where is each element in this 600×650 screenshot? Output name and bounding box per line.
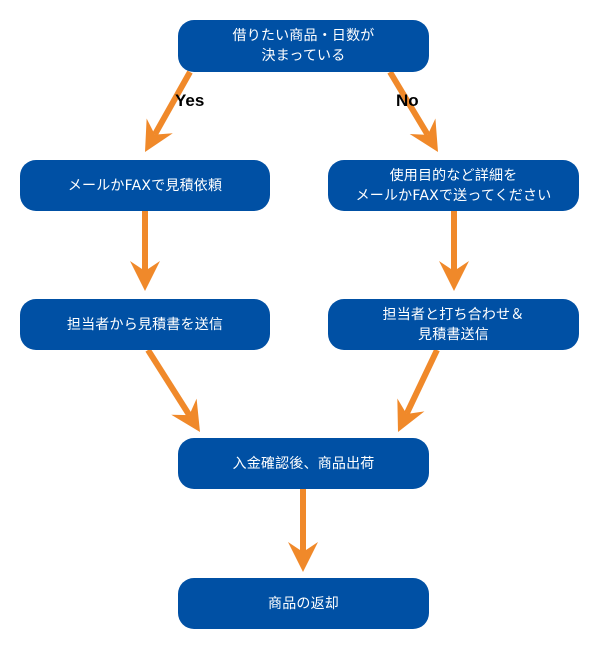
arrow-head bbox=[409, 118, 438, 152]
arrow-shaft bbox=[152, 70, 193, 137]
node-product-return: 商品の返却 bbox=[178, 578, 429, 629]
node-start-condition: 借りたい商品・日数が 決まっている bbox=[178, 20, 429, 72]
arrow-shaft bbox=[403, 348, 440, 416]
node-staff-sends-quote: 担当者から見積書を送信 bbox=[20, 299, 270, 350]
arrow-shaft bbox=[145, 348, 192, 417]
arrow-no2-to-ship bbox=[397, 348, 440, 432]
arrow-no1-to-no2 bbox=[439, 211, 469, 291]
node-send-details-email-fax: 使用目的など詳細を メールかFAXで送ってください bbox=[328, 160, 579, 211]
node-request-quote-email-fax: メールかFAXで見積依頼 bbox=[20, 160, 270, 211]
branch-label-yes: Yes bbox=[175, 91, 205, 110]
arrow-start-to-no bbox=[387, 70, 438, 152]
arrow-ship-to-return bbox=[288, 489, 318, 572]
arrow-start-to-yes bbox=[145, 70, 193, 152]
arrow-shaft bbox=[387, 70, 431, 137]
arrow-yes1-to-yes2 bbox=[130, 211, 160, 291]
arrow-head bbox=[288, 542, 318, 572]
arrow-head bbox=[145, 118, 173, 152]
node-payment-and-shipping: 入金確認後、商品出荷 bbox=[178, 438, 429, 489]
arrow-yes2-to-ship bbox=[145, 348, 200, 432]
arrow-head bbox=[439, 261, 469, 291]
arrow-head bbox=[130, 261, 160, 291]
arrow-head bbox=[397, 398, 425, 432]
node-meeting-and-quote: 担当者と打ち合わせ＆ 見積書送信 bbox=[328, 299, 579, 350]
arrow-head bbox=[171, 398, 200, 432]
branch-label-no: No bbox=[396, 91, 419, 110]
